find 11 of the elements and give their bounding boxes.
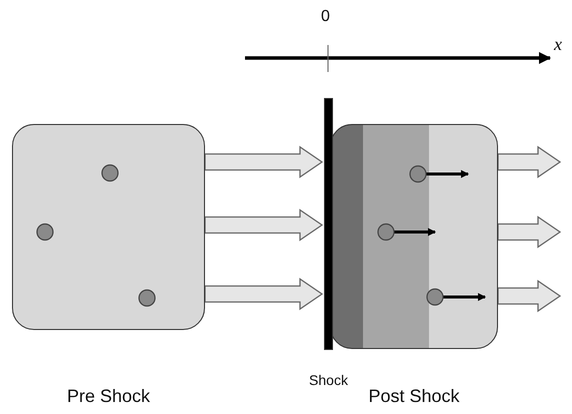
region-label: Shock [309,372,348,388]
block-arrow [497,280,562,312]
origin-label: 0 [321,8,330,26]
block-arrow [204,208,324,242]
block-arrow [497,146,562,178]
block-arrow [204,146,324,178]
region-label: Pre Shock [66,386,150,407]
block-arrow [497,216,562,248]
axis-label: x [554,34,562,55]
block-arrow [204,278,324,310]
region-label: Post Shock [368,386,460,407]
